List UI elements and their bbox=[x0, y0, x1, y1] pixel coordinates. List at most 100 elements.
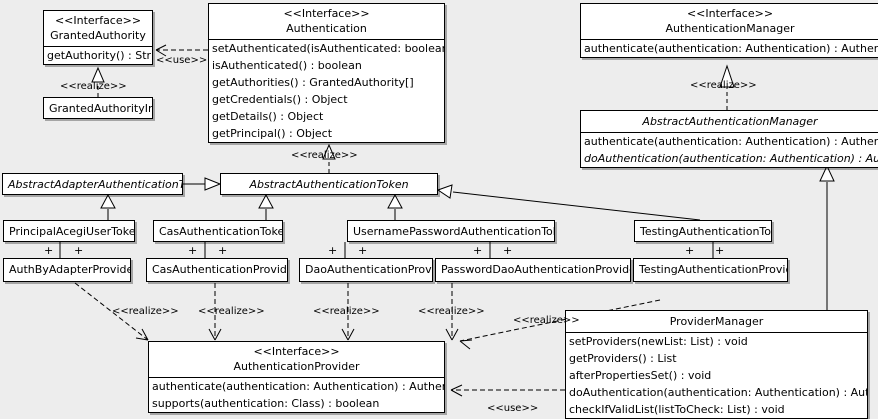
class-authentication-provider[interactable]: <<Interface>> AuthenticationProvider aut… bbox=[148, 341, 445, 413]
operations-compartment: setProviders(newList: List) : void getPr… bbox=[566, 333, 867, 418]
multiplicity-marker: + bbox=[358, 244, 368, 257]
class-header: AbstractAuthenticationToken bbox=[221, 174, 437, 194]
class-granted-authority-impl[interactable]: GrantedAuthorityImpl bbox=[43, 97, 153, 119]
class-header: ProviderManager bbox=[566, 311, 867, 332]
label-realize-granted-authority: <<realize>> bbox=[60, 81, 127, 92]
multiplicity-marker: + bbox=[218, 244, 228, 257]
class-name: TestingAuthenticationProvider bbox=[639, 263, 788, 276]
class-name: CasAuthenticationToken bbox=[159, 225, 283, 238]
multiplicity-marker: + bbox=[188, 244, 198, 257]
class-name: AbstractAuthenticationManager bbox=[642, 115, 818, 128]
class-testing-authentication-token[interactable]: TestingAuthenticationToken bbox=[634, 220, 772, 242]
class-header: <<Interface>> Authentication bbox=[209, 4, 444, 39]
operation: authenticate(authentication: Authenticat… bbox=[152, 380, 444, 393]
class-name: PrincipalAcegiUserToken bbox=[9, 225, 135, 238]
class-header: GrantedAuthorityImpl bbox=[44, 98, 152, 118]
class-header: AuthByAdapterProvider bbox=[4, 259, 130, 281]
stereotype-label: <<Interface>> bbox=[283, 7, 370, 20]
class-name: GrantedAuthority bbox=[50, 29, 146, 42]
class-name: PasswordDaoAuthenticationProvider bbox=[441, 263, 631, 276]
class-header: TestingAuthenticationProvider bbox=[634, 259, 787, 281]
operations-compartment: getAuthority() : String bbox=[44, 47, 152, 64]
operation: afterPropertiesSet() : void bbox=[569, 369, 712, 382]
class-password-dao-authentication-provider[interactable]: PasswordDaoAuthenticationProvider bbox=[435, 258, 631, 282]
operation: getDetails() : Object bbox=[212, 110, 324, 123]
class-header: CasAuthenticationToken bbox=[154, 221, 283, 241]
operation: doAuthentication(authentication: Authent… bbox=[569, 386, 868, 399]
class-authentication-manager[interactable]: <<Interface>> AuthenticationManager auth… bbox=[580, 3, 878, 58]
class-abstract-authentication-manager[interactable]: AbstractAuthenticationManager authentica… bbox=[580, 110, 878, 168]
class-cas-authentication-token[interactable]: CasAuthenticationToken bbox=[153, 220, 283, 242]
label-use-granted-authority: <<use>> bbox=[156, 55, 208, 66]
operations-compartment: authenticate(authentication: Authenticat… bbox=[581, 133, 878, 167]
label-realize-provider-2: <<realize>> bbox=[198, 306, 265, 317]
multiplicity-marker: + bbox=[503, 244, 513, 257]
operation: setAuthenticated(isAuthenticated: boolea… bbox=[212, 42, 444, 55]
operation: checkIfValidList(listToCheck: List) : vo… bbox=[569, 403, 785, 416]
class-username-password-authentication-token[interactable]: UsernamePasswordAuthenticationToken bbox=[347, 220, 555, 242]
divider bbox=[581, 39, 878, 40]
class-name: DaoAuthenticationProvider bbox=[305, 263, 432, 276]
stereotype-label: <<Interface>> bbox=[253, 345, 340, 358]
operations-compartment: authenticate(authentication: Authenticat… bbox=[581, 40, 878, 57]
label-realize-authentication: <<realize>> bbox=[291, 150, 358, 161]
operation: isAuthenticated() : boolean bbox=[212, 59, 362, 72]
class-abstract-adapter-authentication-token[interactable]: AbstractAdapterAuthenticationToken bbox=[2, 173, 183, 195]
label-use-provider-manager: <<use>> bbox=[487, 403, 539, 414]
stereotype-label: <<Interface>> bbox=[686, 7, 774, 20]
class-header: TestingAuthenticationToken bbox=[635, 221, 771, 241]
label-realize-authentication-manager: <<realize>> bbox=[690, 80, 757, 91]
operation: doAuthentication(authentication: Authent… bbox=[584, 152, 878, 165]
class-name: AbstractAdapterAuthenticationToken bbox=[8, 178, 182, 191]
operation: setProviders(newList: List) : void bbox=[569, 335, 748, 348]
multiplicity-marker: + bbox=[328, 244, 338, 257]
class-header: PasswordDaoAuthenticationProvider bbox=[436, 259, 630, 281]
label-realize-provider-5: <<realize>> bbox=[513, 315, 580, 326]
class-name: AuthenticationProvider bbox=[233, 360, 360, 373]
multiplicity-marker: + bbox=[473, 244, 483, 257]
class-header: AbstractAuthenticationManager bbox=[581, 111, 878, 132]
class-name: GrantedAuthorityImpl bbox=[49, 102, 152, 115]
class-abstract-authentication-token[interactable]: AbstractAuthenticationToken bbox=[220, 173, 438, 195]
class-name: AbstractAuthenticationToken bbox=[249, 178, 409, 191]
class-authentication[interactable]: <<Interface>> Authentication setAuthenti… bbox=[208, 3, 445, 143]
operation: authenticate(authentication: Authenticat… bbox=[584, 135, 878, 148]
divider bbox=[209, 39, 444, 40]
operation: getAuthority() : String bbox=[47, 49, 152, 62]
operation: getCredentials() : Object bbox=[212, 93, 348, 106]
class-dao-authentication-provider[interactable]: DaoAuthenticationProvider bbox=[299, 258, 433, 282]
multiplicity-marker: + bbox=[44, 244, 54, 257]
class-header: PrincipalAcegiUserToken bbox=[4, 221, 135, 241]
operation: getAuthorities() : GrantedAuthority[] bbox=[212, 76, 414, 89]
divider bbox=[566, 332, 867, 333]
class-header: <<Interface>> AuthenticationManager bbox=[581, 4, 878, 39]
class-cas-authentication-provider[interactable]: CasAuthenticationProvider bbox=[146, 258, 288, 282]
class-name: UsernamePasswordAuthenticationToken bbox=[353, 225, 555, 238]
class-name: Authentication bbox=[286, 22, 367, 35]
class-header: <<Interface>> GrantedAuthority bbox=[44, 11, 152, 46]
class-granted-authority[interactable]: <<Interface>> GrantedAuthority getAuthor… bbox=[43, 10, 153, 65]
stereotype-label: <<Interface>> bbox=[54, 14, 142, 27]
operations-compartment: setAuthenticated(isAuthenticated: boolea… bbox=[209, 40, 444, 142]
class-auth-by-adapter-provider[interactable]: AuthByAdapterProvider bbox=[3, 258, 131, 282]
class-header: AbstractAdapterAuthenticationToken bbox=[3, 174, 182, 194]
label-realize-provider-3: <<realize>> bbox=[313, 306, 380, 317]
divider bbox=[149, 377, 444, 378]
class-header: CasAuthenticationProvider bbox=[147, 259, 287, 281]
operation: authenticate(authentication: Authenticat… bbox=[584, 42, 878, 55]
operation: supports(authentication: Class) : boolea… bbox=[152, 397, 380, 410]
class-principal-acegi-user-token[interactable]: PrincipalAcegiUserToken bbox=[3, 220, 135, 242]
label-realize-provider-4: <<realize>> bbox=[418, 306, 485, 317]
class-name: ProviderManager bbox=[669, 315, 764, 328]
multiplicity-marker: + bbox=[685, 244, 695, 257]
class-name: AuthenticationManager bbox=[665, 22, 795, 35]
divider bbox=[44, 46, 152, 47]
class-header: UsernamePasswordAuthenticationToken bbox=[348, 221, 555, 241]
class-provider-manager[interactable]: ProviderManager setProviders(newList: Li… bbox=[565, 310, 868, 419]
operation: getPrincipal() : Object bbox=[212, 127, 333, 140]
class-testing-authentication-provider[interactable]: TestingAuthenticationProvider bbox=[633, 258, 788, 282]
class-name: AuthByAdapterProvider bbox=[9, 263, 131, 276]
divider bbox=[581, 132, 878, 133]
multiplicity-marker: + bbox=[74, 244, 84, 257]
